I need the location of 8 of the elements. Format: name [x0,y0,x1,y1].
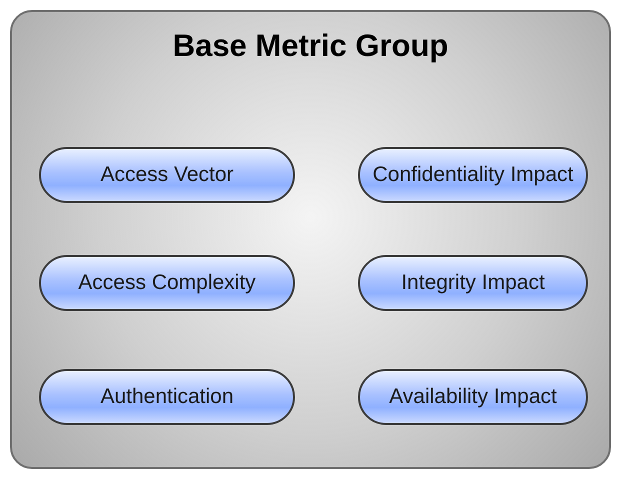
metric-pill: Authentication [39,369,295,425]
group-panel [10,10,611,469]
metric-pill: Confidentiality Impact [358,147,588,203]
metric-pill: Integrity Impact [358,255,588,311]
group-title: Base Metric Group [172,27,450,65]
metric-pill: Access Vector [39,147,295,203]
metric-pill: Availability Impact [358,369,588,425]
metric-pill: Access Complexity [39,255,295,311]
